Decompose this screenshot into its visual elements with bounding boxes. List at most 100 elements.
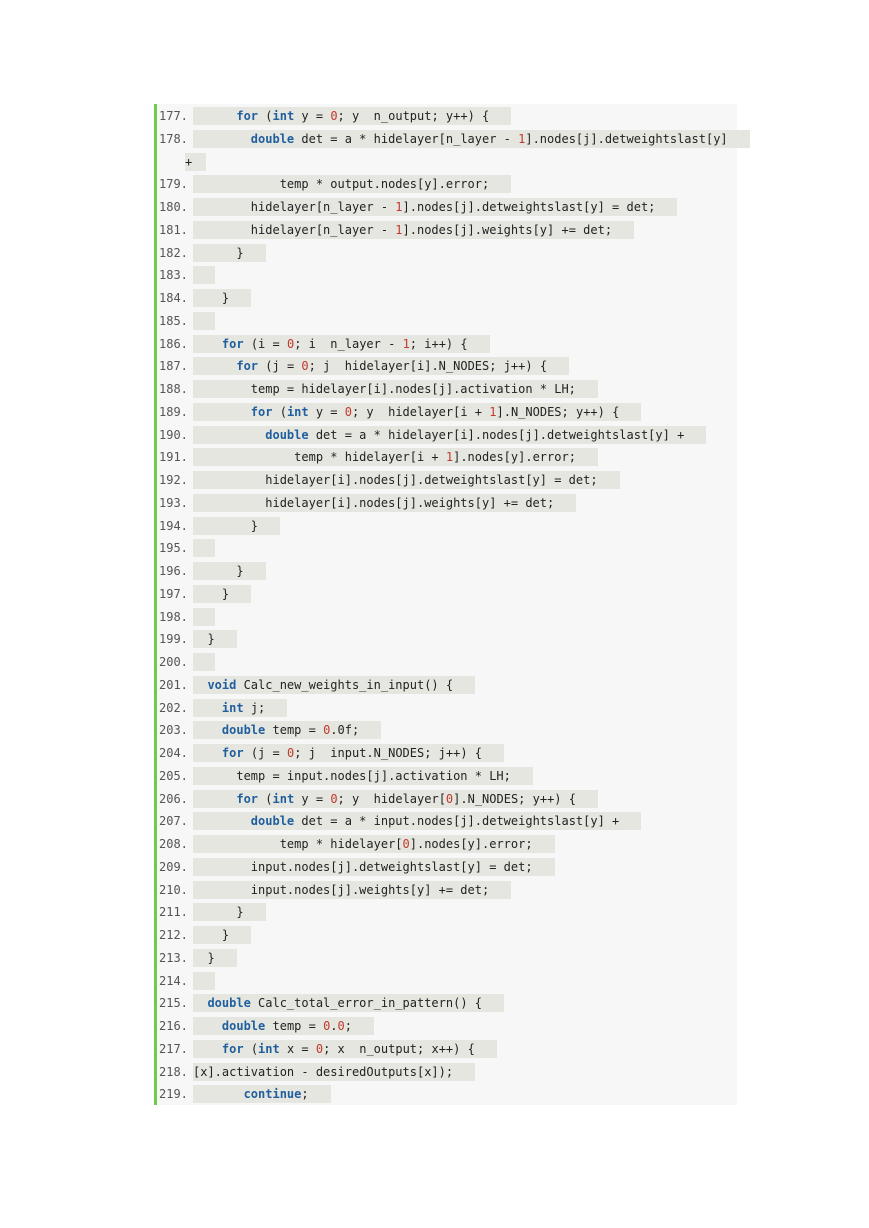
code-line: 184. } [157,287,737,309]
code-text: temp = hidelayer[i].nodes[j].activation … [193,380,598,398]
code-text: } [193,926,252,944]
line-number: 181. [159,222,188,237]
code-line: 198. [157,606,737,628]
line-number: 191. [159,450,188,465]
line-number: 207. [159,814,188,829]
code-text: for (i = 0; i n_layer - 1; i++) { [193,334,490,353]
line-number: 185. [159,313,188,328]
code-line: 190. double det = a * hidelayer[i].nodes… [157,424,737,446]
line-number: 218. [159,1064,188,1079]
line-number: 188. [159,382,188,396]
code-text: double temp = 0.0f; [193,721,382,740]
code-text: hidelayer[i].nodes[j].detweightslast[y] … [193,471,620,489]
line-number: 208. [159,837,188,851]
line-number: 213. [159,950,188,965]
code-line: 206. for (int y = 0; y hidelayer[0].N_NO… [157,788,737,810]
code-text: hidelayer[i].nodes[j].weights[y] += det; [193,493,577,512]
code-line: 192. hidelayer[i].nodes[j].detweightslas… [157,469,737,491]
code-line: 215. double Calc_total_error_in_pattern(… [157,992,737,1014]
code-line: 212. } [157,924,737,946]
line-number: 204. [159,746,188,760]
code-line: 187. for (j = 0; j hidelayer[i].N_NODES;… [157,355,737,377]
code-line: 207. double det = a * input.nodes[j].det… [157,810,737,832]
line-number: 194. [159,518,188,533]
code-line: 195. [157,537,737,559]
code-text [193,653,215,671]
code-text: } [193,516,281,535]
code-text: double det = a * input.nodes[j].detweigh… [193,812,642,831]
code-text: } [193,630,237,649]
code-line: + [157,151,737,173]
line-number: 217. [159,1041,188,1056]
line-number: 187. [159,359,188,374]
code-text: temp * hidelayer[0].nodes[y].error; [193,835,555,853]
code-line: 181. hidelayer[n_layer - 1].nodes[j].wei… [157,219,737,241]
code-listing: 177. for (int y = 0; y n_output; y++) {1… [154,104,750,1105]
code-text: int j; [193,698,288,717]
line-number: 216. [159,1019,188,1033]
code-line: 196. } [157,560,737,582]
line-number: 209. [159,859,188,874]
code-text: hidelayer[n_layer - 1].nodes[j].detweigh… [193,198,678,216]
code-line: 205. temp = input.nodes[j].activation * … [157,765,737,787]
line-number: 203. [159,723,188,738]
code-text: continue; [193,1085,331,1104]
code-line: 193. hidelayer[i].nodes[j].weights[y] +=… [157,492,737,514]
code-line: 177. for (int y = 0; y n_output; y++) { [157,105,737,127]
line-number: 186. [159,336,188,351]
line-number: 195. [159,541,188,556]
code-text: for (j = 0; j input.N_NODES; j++) { [193,744,505,762]
code-line: 216. double temp = 0.0; [157,1015,737,1037]
code-text: double Calc_total_error_in_pattern() { [193,994,504,1013]
line-number: 201. [159,677,188,692]
line-number: 190. [159,427,188,442]
code-line: 219. continue; [157,1083,737,1105]
code-line: 203. double temp = 0.0f; [157,719,737,741]
code-text [193,266,215,285]
code-text: } [193,243,266,262]
code-line: 183. [157,264,737,286]
line-number: 193. [159,495,188,510]
code-line: 194. } [157,515,737,537]
line-number: 210. [159,882,188,897]
line-number: 206. [159,791,188,806]
code-text: for (int y = 0; y n_output; y++) { [193,107,512,125]
line-number: 198. [159,609,188,624]
code-text [193,607,215,626]
code-line: 182. } [157,242,737,264]
line-number: 199. [159,632,188,647]
code-line: 209. input.nodes[j].detweightslast[y] = … [157,856,737,878]
line-number: 205. [159,768,188,783]
code-line: 208. temp * hidelayer[0].nodes[y].error; [157,833,737,855]
code-text: for (j = 0; j hidelayer[i].N_NODES; j++)… [193,357,570,376]
code-line: 201. void Calc_new_weights_in_input() { [157,674,737,696]
code-text: temp = input.nodes[j].activation * LH; [193,766,533,785]
code-text: input.nodes[j].weights[y] += det; [193,880,512,899]
code-text: for (int y = 0; y hidelayer[i + 1].N_NOD… [193,402,642,421]
code-line: 202. int j; [157,697,737,719]
line-number: 211. [159,905,188,920]
line-number: 177. [159,109,188,123]
code-line: 188. temp = hidelayer[i].nodes[j].activa… [157,378,737,400]
code-text: for (int x = 0; x n_output; x++) { [193,1039,497,1058]
code-text: } [193,289,252,307]
line-number: 182. [159,245,188,260]
code-text: temp * hidelayer[i + 1].nodes[y].error; [193,448,598,467]
wrapped-continuation: + [185,152,207,171]
code-line: 197. } [157,583,737,605]
code-line: 211. } [157,901,737,923]
code-text: hidelayer[n_layer - 1].nodes[j].weights[… [193,220,635,239]
code-line: 179. temp * output.nodes[y].error; [157,173,737,195]
code-line: 210. input.nodes[j].weights[y] += det; [157,879,737,901]
code-text [193,539,215,558]
code-text: double det = a * hidelayer[n_layer - 1].… [193,129,750,148]
code-text: double det = a * hidelayer[i].nodes[j].d… [193,425,707,444]
code-text: } [193,903,266,922]
code-text: [x].activation - desiredOutputs[x]); [193,1062,476,1081]
code-text [193,971,215,990]
code-text: } [193,562,266,580]
line-number: 219. [159,1087,188,1102]
line-number: 183. [159,268,188,283]
code-text: } [193,584,252,603]
code-line: 178. double det = a * hidelayer[n_layer … [157,128,750,150]
